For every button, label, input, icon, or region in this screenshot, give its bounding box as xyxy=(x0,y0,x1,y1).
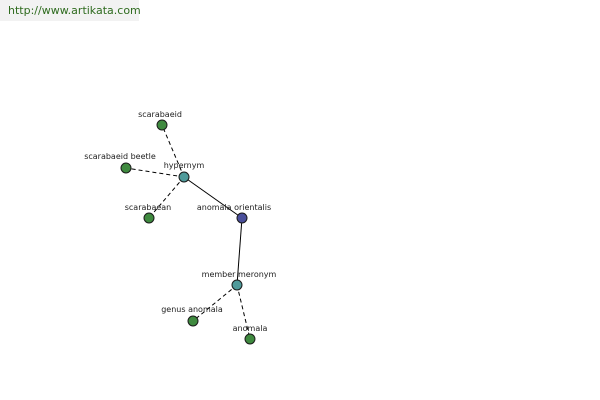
node-scarabaeid-beetle[interactable] xyxy=(120,162,132,174)
node-scarabaean[interactable] xyxy=(143,212,155,224)
node-label-anomala-orientalis: anomala orientalis xyxy=(197,203,271,212)
node-scarabaeid[interactable] xyxy=(156,119,168,131)
edge-member-meronym-to-genus-anomala xyxy=(192,284,238,322)
edges-layer xyxy=(125,124,251,340)
node-genus-anomala[interactable] xyxy=(187,315,199,327)
node-hypernym[interactable] xyxy=(178,171,190,183)
node-label-anomala: anomala xyxy=(233,324,268,333)
node-anomala[interactable] xyxy=(244,333,256,345)
site-url-link[interactable]: http://www.artikata.com xyxy=(0,0,141,21)
nodes-layer xyxy=(120,119,256,345)
edge-member-meronym-to-anomala xyxy=(236,284,251,340)
edge-hypernym-to-scarabaeid xyxy=(161,124,185,178)
node-anomala-orientalis[interactable] xyxy=(236,212,248,224)
edge-hypernym-to-scarabaeid-beetle xyxy=(125,167,185,178)
edge-hypernym-to-scarabaean xyxy=(148,176,185,219)
edge-member-meronym-to-anomala-orientalis xyxy=(236,217,243,286)
node-label-scarabaeid-beetle: scarabaeid beetle xyxy=(84,152,156,161)
labels-layer: anomala orientalis hypernym member meronym… xyxy=(84,110,276,333)
edge-hypernym-to-anomala-orientalis xyxy=(183,176,243,219)
node-label-scarabaeid: scarabaeid xyxy=(138,110,182,119)
node-label-genus-anomala: genus anomala xyxy=(161,305,223,314)
node-member-meronym[interactable] xyxy=(231,279,243,291)
node-label-scarabaean: scarabaean xyxy=(125,203,172,212)
node-label-hypernym: hypernym xyxy=(164,161,205,170)
node-label-member-meronym: member meronym xyxy=(202,270,277,279)
